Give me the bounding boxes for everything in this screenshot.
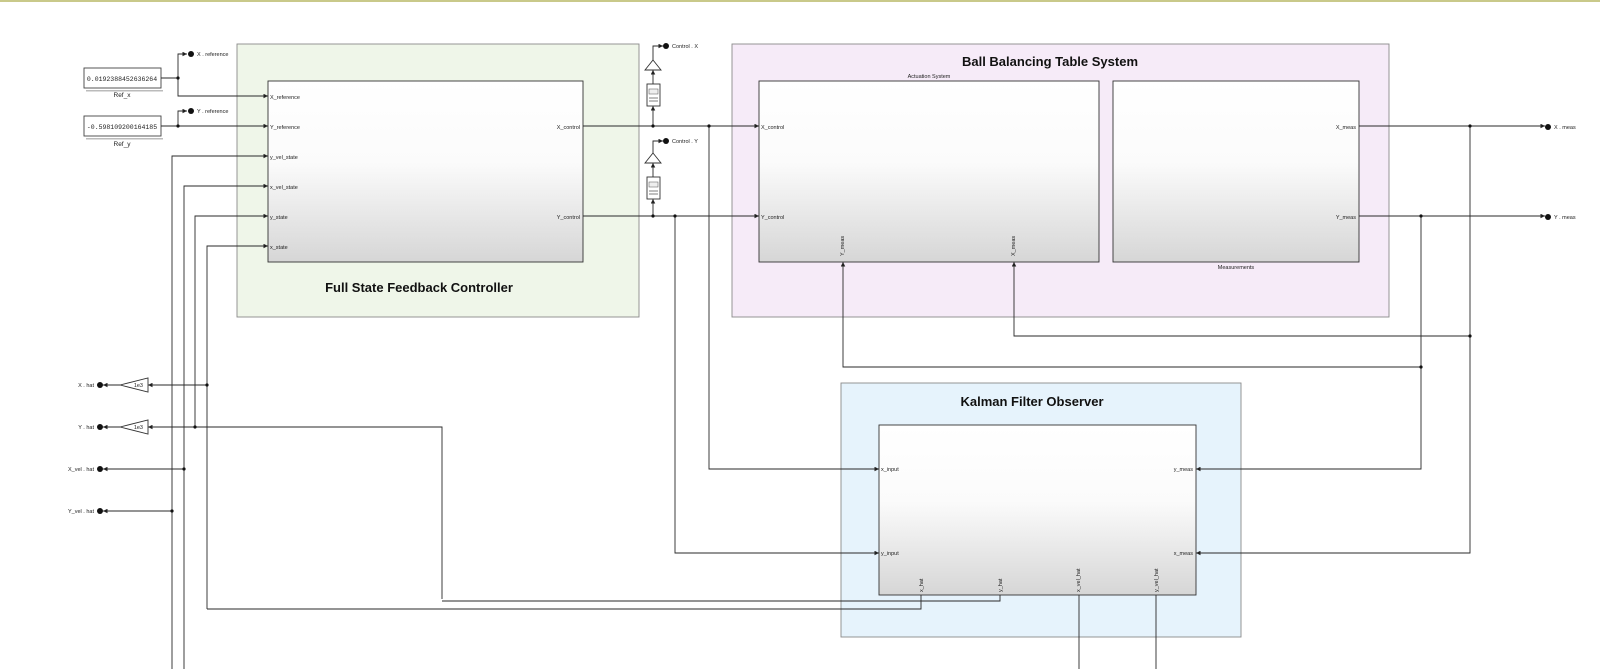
port-y-meas-in: y_meas [1174, 467, 1194, 473]
goto-tag-icon [97, 508, 103, 514]
goto-y-vel-hat-label: Y_vel . hat [68, 509, 94, 515]
goto-tag-icon [188, 108, 194, 114]
goto-tag-icon [97, 424, 103, 430]
editor-top-border [0, 0, 1600, 2]
port-y-input: y_input [881, 551, 899, 557]
plant-area-title: Ball Balancing Table System [962, 54, 1138, 69]
port-x-meas-bottom: X_meas [1011, 236, 1017, 256]
control-x-scope[interactable] [646, 83, 661, 107]
port-y-vel-state: y_vel_state [270, 155, 298, 161]
measurements-title: Measurements [1218, 265, 1255, 271]
gain-x-hat-value: 1e3 [134, 383, 143, 389]
port-y-hat-out: y_hat [998, 578, 1004, 592]
ref-x-label: Ref_x [114, 92, 132, 99]
port-x-control-out: X_control [557, 125, 580, 131]
goto-y-hat-label: Y . hat [78, 425, 94, 431]
goto-tag-icon [97, 382, 103, 388]
scope-icon [646, 176, 661, 200]
port-x-vel-hat-out: x_vel_hat [1076, 568, 1082, 592]
goto-tag-icon [1545, 124, 1551, 130]
signal-lines[interactable] [103, 43, 1545, 669]
goto-x-meas-label: X . meas [1554, 125, 1576, 131]
port-x-reference: X_reference [270, 95, 300, 101]
port-x-meas-out: X_meas [1336, 125, 1356, 131]
port-x-vel-state: x_vel_state [270, 185, 298, 191]
port-y-vel-hat-out: y_vel_hat [1154, 568, 1160, 592]
goto-y-vel-hat[interactable]: Y_vel . hat [68, 508, 103, 515]
ref-y-value: -0.598109200164185 [87, 124, 157, 131]
port-y-meas-bottom: Y_meas [840, 236, 846, 256]
goto-tag-icon [663, 43, 669, 49]
port-y-reference: Y_reference [270, 125, 300, 131]
gain-x-hat[interactable]: 1e3 [119, 377, 149, 393]
goto-control-y-label: Control . Y [672, 139, 698, 145]
measurements-subsystem[interactable]: Measurements X_meas Y_meas [1112, 80, 1360, 271]
goto-tag-icon [97, 466, 103, 472]
port-x-control-in: X_control [761, 125, 784, 131]
gain-y-hat-value: 1e3 [134, 425, 143, 431]
ref-y-label: Ref_y [114, 141, 132, 148]
observer-area-title: Kalman Filter Observer [960, 394, 1103, 409]
goto-x-vel-hat[interactable]: X_vel . hat [68, 466, 103, 473]
port-y-control-in: Y_control [761, 215, 784, 221]
port-y-control-out: Y_control [557, 215, 580, 221]
goto-y-meas[interactable]: Y . meas [1545, 214, 1576, 221]
port-x-hat-out: x_hat [919, 578, 925, 592]
observer-subsystem[interactable]: x_input y_input y_meas x_meas x_hat y_ha… [878, 424, 1197, 596]
goto-y-reference[interactable]: Y . reference [188, 108, 228, 115]
goto-x-reference[interactable]: X . reference [188, 51, 229, 58]
actuation-title: Actuation System [908, 74, 951, 80]
goto-control-y[interactable]: Control . Y [663, 138, 698, 145]
goto-x-meas[interactable]: X . meas [1545, 124, 1576, 131]
scope-icon [646, 83, 661, 107]
goto-y-meas-label: Y . meas [1554, 215, 1576, 221]
goto-tag-icon [188, 51, 194, 57]
goto-x-hat-label: X . hat [78, 383, 94, 389]
control-y-scope[interactable] [646, 176, 661, 200]
ref-x-constant[interactable]: 0.0192388452636264 Ref_x [83, 67, 163, 99]
goto-tag-icon [1545, 214, 1551, 220]
actuation-subsystem[interactable]: Actuation System X_control Y_control Y_m… [758, 74, 1100, 263]
gain-triangle-icon [644, 59, 662, 71]
port-x-meas-in: x_meas [1174, 551, 1194, 557]
goto-y-hat[interactable]: Y . hat [78, 424, 103, 431]
control-y-gain[interactable] [644, 152, 662, 164]
goto-x-vel-hat-label: X_vel . hat [68, 467, 94, 473]
gain-y-hat[interactable]: 1e3 [119, 419, 149, 435]
port-y-meas-out: Y_meas [1336, 215, 1356, 221]
goto-y-reference-label: Y . reference [197, 109, 228, 115]
port-y-state: y_state [270, 215, 288, 221]
gain-triangle-icon [644, 152, 662, 164]
port-x-state: x_state [270, 245, 288, 251]
controller-subsystem[interactable]: X_reference Y_reference y_vel_state x_ve… [267, 80, 584, 263]
ref-y-constant[interactable]: -0.598109200164185 Ref_y [83, 115, 163, 148]
goto-control-x-label: Control . X [672, 44, 698, 50]
goto-control-x[interactable]: Control . X [663, 43, 698, 50]
goto-x-reference-label: X . reference [197, 52, 229, 58]
goto-tag-icon [663, 138, 669, 144]
port-x-input: x_input [881, 467, 899, 473]
control-x-gain[interactable] [644, 59, 662, 71]
controller-area-title: Full State Feedback Controller [325, 280, 513, 295]
branch-points [170, 76, 1472, 513]
ref-x-value: 0.0192388452636264 [87, 76, 157, 83]
goto-x-hat[interactable]: X . hat [78, 382, 103, 389]
